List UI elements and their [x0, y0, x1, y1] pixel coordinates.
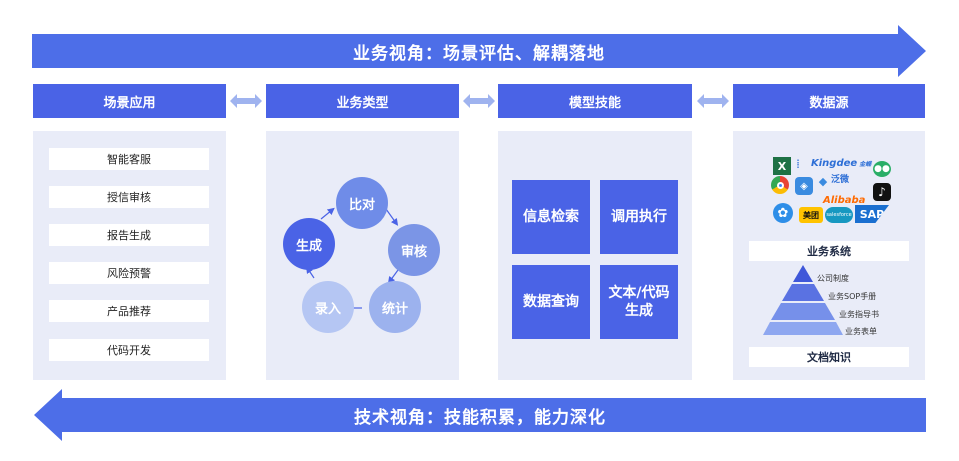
scene-item: 产品推荐 [49, 300, 209, 322]
scene-item: 代码开发 [49, 339, 209, 361]
scene-panel: 智能客服 授信审核 报告生成 风险预警 产品推荐 代码开发 [33, 131, 226, 380]
excel-icon: X [773, 157, 791, 175]
double-arrow-icon [230, 94, 262, 108]
header-scene-application: 场景应用 [33, 84, 226, 118]
business-perspective-banner: 业务视角：场景评估、解耦落地 [32, 25, 926, 77]
scene-item: 报告生成 [49, 224, 209, 246]
pyramid-level-guide: 业务指导书 [839, 310, 879, 319]
skill-text-code-generation: 文本/代码生成 [600, 265, 678, 339]
scene-item: 智能客服 [49, 148, 209, 170]
left-arrow-shape [34, 389, 926, 441]
salesforce-logo: salesforce [825, 207, 853, 223]
double-arrow-icon [463, 94, 495, 108]
right-arrow-shape [32, 25, 926, 77]
model-skill-panel: 信息检索 调用执行 数据查询 文本/代码生成 [498, 131, 692, 380]
sap-logo: SAP [855, 205, 889, 223]
tiktok-icon: ♪ [873, 183, 891, 201]
cycle-node-review: 审核 [388, 224, 440, 276]
grid-app-icon: ⁞ [796, 157, 800, 171]
fanwei-logo: 泛微 [831, 174, 850, 185]
skill-call-execute: 调用执行 [600, 180, 678, 254]
pyramid-level-form: 业务表单 [845, 327, 877, 336]
app-icon: ◆ [818, 174, 828, 188]
alibaba-logo: Alibaba [823, 194, 866, 206]
cycle-node-input: 录入 [302, 281, 354, 333]
meituan-logo: 美团 [799, 207, 823, 223]
header-business-type: 业务类型 [266, 84, 459, 118]
header-data-source: 数据源 [733, 84, 925, 118]
scene-item: 风险预警 [49, 262, 209, 284]
business-type-panel: 比对 审核 统计 录入 生成 [266, 131, 459, 380]
skill-info-retrieval: 信息检索 [512, 180, 590, 254]
wechat-icon: ●● [873, 161, 891, 177]
pyramid-level-policy: 公司制度 [817, 274, 849, 283]
cube-app-icon: ◈ [795, 177, 813, 195]
technical-perspective-banner: 技术视角：技能积累，能力深化 [34, 389, 926, 441]
chrome-icon [771, 176, 789, 194]
header-model-skill: 模型技能 [498, 84, 692, 118]
scene-item: 授信审核 [49, 186, 209, 208]
doc-knowledge-label: 文档知识 [749, 347, 909, 367]
technical-perspective-label: 技术视角：技能积累，能力深化 [354, 407, 606, 428]
knowledge-pyramid [763, 265, 843, 335]
business-system-label: 业务系统 [749, 241, 909, 261]
skill-data-query: 数据查询 [512, 265, 590, 339]
pyramid-level-sop: 业务SOP手册 [828, 292, 877, 301]
cycle-node-compare: 比对 [336, 177, 388, 229]
cycle-node-generate: 生成 [283, 218, 335, 270]
cycle-node-statistics: 统计 [369, 281, 421, 333]
gear-app-icon: ✿ [773, 203, 793, 223]
double-arrow-icon [697, 94, 729, 108]
business-perspective-label: 业务视角：场景评估、解耦落地 [353, 43, 605, 64]
